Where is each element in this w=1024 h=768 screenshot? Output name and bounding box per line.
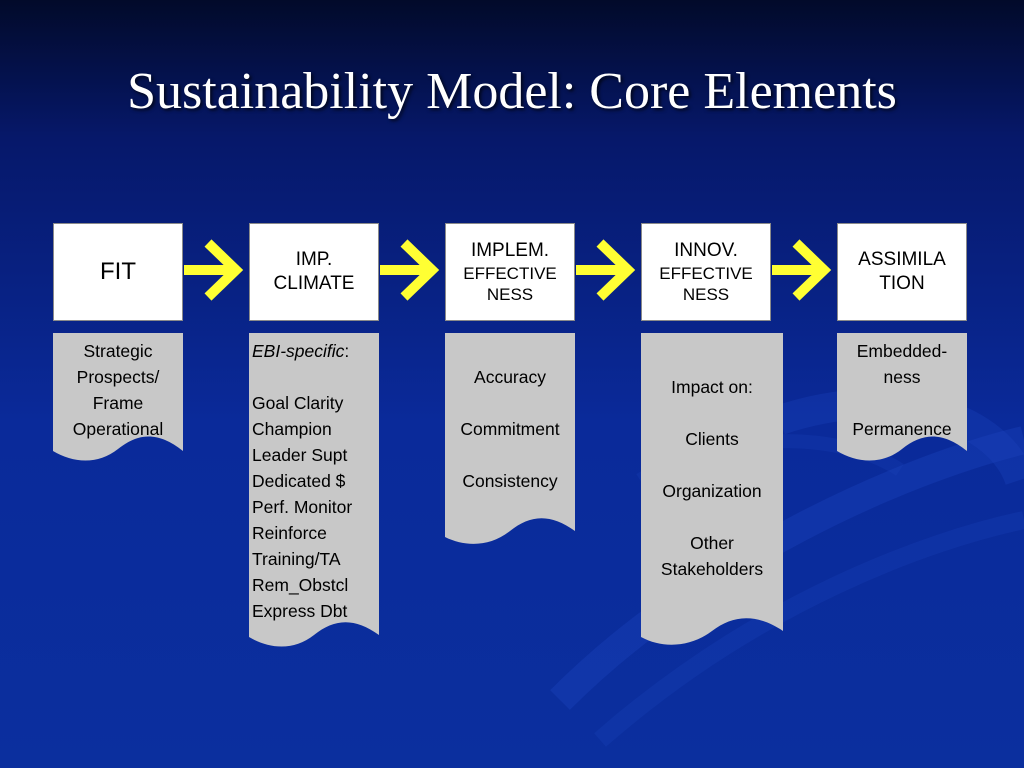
detail-innovation-heading: Impact on: — [671, 377, 753, 397]
detail-assimilation-item: ness — [883, 367, 921, 387]
detail-climate-item: Champion — [252, 419, 332, 439]
page-title: Sustainability Model: Core Elements — [127, 63, 897, 120]
ebi-specific-label: EBI-specific — [252, 341, 345, 361]
stage-implementation-line3: NESS — [486, 284, 534, 304]
stage-innovation-line2: EFFECTIVE — [659, 263, 753, 283]
stage-innovation-line1: INNOV. — [674, 239, 738, 261]
detail-implementation-item: Accuracy — [474, 367, 546, 387]
stage-assimilation-line2: TION — [879, 273, 925, 294]
detail-implementation-item: Consistency — [462, 471, 558, 491]
spacer — [252, 364, 379, 390]
right-arrow-icon — [184, 239, 244, 301]
heading-colon: : — [344, 341, 350, 361]
detail-climate-item: Goal Clarity — [252, 393, 344, 413]
stage-implementation-line1: IMPLEM. — [470, 239, 550, 261]
detail-implementation-text: Accuracy Commitment Consistency — [445, 333, 575, 494]
stage-fit: FIT — [53, 223, 183, 321]
detail-climate-item: Rem_Obstcl — [252, 575, 349, 595]
stage-innovation: INNOV. EFFECTIVE NESS — [641, 223, 771, 321]
detail-fit-line: Frame — [92, 393, 144, 413]
detail-climate-item: Reinforce — [252, 523, 327, 543]
detail-fit-text: Strategic Prospects/ Frame Operational — [53, 333, 183, 442]
spacer — [837, 390, 967, 416]
detail-assimilation-text: Embedded- ness Permanence — [837, 333, 967, 442]
card-shape — [249, 333, 379, 647]
stage-climate-line2: CLIMATE — [273, 273, 355, 294]
detail-fit-line: Operational — [72, 419, 164, 439]
stage-assimilation-line1: ASSIMILA — [858, 249, 946, 271]
right-arrow-icon — [576, 239, 636, 301]
detail-card-assimilation: Embedded- ness Permanence — [837, 333, 967, 465]
card-shape — [641, 333, 783, 645]
detail-fit-line: Prospects/ — [76, 367, 160, 387]
card-shape — [445, 333, 575, 544]
detail-card-innovation: Impact on: Clients Organization Other St… — [641, 333, 783, 653]
detail-innovation-item: Other — [690, 533, 734, 553]
stage-innovation-line3: NESS — [682, 284, 730, 304]
detail-climate-item: Perf. Monitor — [252, 497, 353, 517]
stage-assimilation: ASSIMILA TION — [837, 223, 967, 321]
detail-assimilation-item: Permanence — [852, 419, 952, 439]
detail-innovation-item: Clients — [685, 429, 739, 449]
right-arrow-icon — [772, 239, 832, 301]
right-arrow-icon — [380, 239, 440, 301]
spacer — [445, 390, 575, 416]
detail-climate-heading: EBI-specific: — [252, 338, 379, 364]
spacer — [445, 442, 575, 468]
detail-card-fit: Strategic Prospects/ Frame Operational — [53, 333, 183, 463]
detail-innovation-text: Impact on: Clients Organization Other St… — [641, 333, 783, 582]
spacer — [641, 504, 783, 530]
detail-climate-item: Training/TA — [252, 549, 341, 569]
detail-card-implementation: Accuracy Commitment Consistency — [445, 333, 575, 553]
detail-climate-item: Dedicated $ — [252, 471, 346, 491]
stage-climate: IMP. CLIMATE — [249, 223, 379, 321]
stage-climate-line1: IMP. — [295, 249, 333, 271]
stage-implementation-line2: EFFECTIVE — [463, 263, 557, 283]
spacer — [641, 400, 783, 426]
detail-implementation-item: Commitment — [460, 419, 560, 439]
detail-climate-item: Express Dbt — [252, 601, 348, 621]
detail-innovation-item: Stakeholders — [660, 559, 764, 579]
detail-card-climate: EBI-specific: Goal Clarity Champion Lead… — [249, 333, 379, 649]
stage-fit-label: FIT — [100, 258, 136, 285]
spacer — [641, 452, 783, 478]
detail-assimilation-item: Embedded- — [856, 341, 948, 361]
detail-climate-item: Leader Supt — [252, 445, 348, 465]
detail-innovation-item: Organization — [662, 481, 762, 501]
card-shape — [53, 333, 183, 461]
detail-climate-text: EBI-specific: Goal Clarity Champion Lead… — [249, 333, 379, 624]
detail-fit-line: Strategic — [83, 341, 153, 361]
card-shape — [837, 333, 967, 461]
stage-implementation: IMPLEM. EFFECTIVE NESS — [445, 223, 575, 321]
